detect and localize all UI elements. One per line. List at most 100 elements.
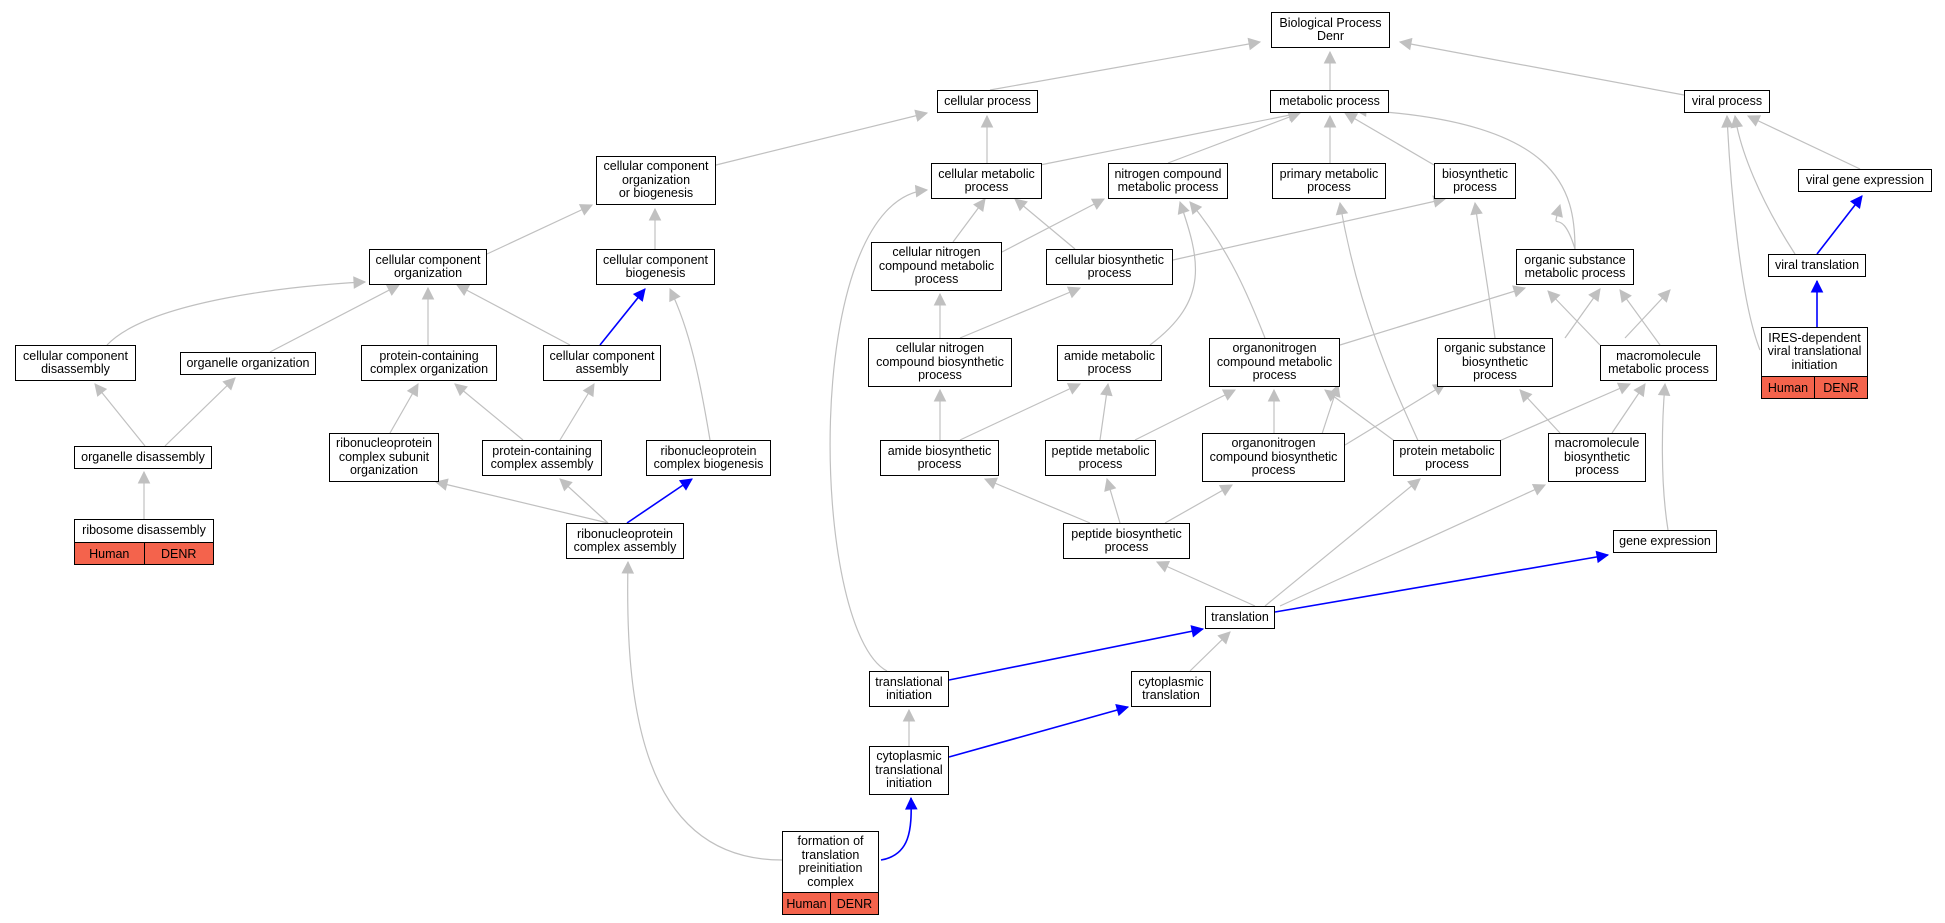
node-organelle-disassembly[interactable]: organelle disassembly bbox=[74, 446, 212, 469]
node-peptide-biosynthetic-process[interactable]: peptide biosynthetic process bbox=[1063, 523, 1190, 559]
node-viral-gene-expression[interactable]: viral gene expression bbox=[1798, 169, 1932, 192]
arrowhead-65 bbox=[1595, 550, 1610, 564]
arrowhead-18 bbox=[1090, 198, 1105, 210]
arrowhead-23 bbox=[1547, 290, 1561, 304]
node-ires-dependent-viral-translational-initiation[interactable]: IRES-dependent viral translational initi… bbox=[1761, 327, 1868, 399]
node-macromolecule-metabolic-process[interactable]: macromolecule metabolic process bbox=[1600, 345, 1717, 381]
arrowhead-55 bbox=[137, 470, 151, 484]
arrowhead-24 bbox=[353, 276, 367, 289]
edge-28 bbox=[599, 288, 646, 346]
edge-3 bbox=[715, 112, 928, 166]
gene-tag: DENR bbox=[830, 893, 878, 914]
edge-50 bbox=[1339, 202, 1421, 446]
arrowhead-73 bbox=[621, 560, 635, 574]
node-metabolic-process[interactable]: metabolic process bbox=[1270, 90, 1389, 113]
arrowhead-31 bbox=[1177, 200, 1190, 215]
node-protein-containing-complex-organization[interactable]: protein-containing complex organization bbox=[361, 345, 497, 381]
node-ribonucleoprotein-complex-biogenesis[interactable]: ribonucleoprotein complex biogenesis bbox=[646, 440, 771, 476]
edge-62 bbox=[1156, 561, 1256, 607]
arrowhead-60 bbox=[1104, 477, 1117, 492]
edge-24 bbox=[106, 281, 366, 346]
node-protein-metabolic-process[interactable]: protein metabolic process bbox=[1393, 440, 1501, 476]
arrowhead-35 bbox=[1588, 288, 1601, 303]
arrowhead-45 bbox=[1100, 382, 1113, 397]
node-translational-initiation[interactable]: translational initiation bbox=[869, 671, 949, 707]
node-organelle-organization[interactable]: organelle organization bbox=[180, 352, 316, 375]
edge-66 bbox=[1661, 383, 1669, 531]
node-biological-process[interactable]: Biological Process Denr bbox=[1271, 12, 1390, 48]
arrowhead-66 bbox=[1657, 382, 1671, 396]
node-cellular-process[interactable]: cellular process bbox=[937, 90, 1038, 113]
node-ribosome-disassembly[interactable]: ribosome disassembly Human DENR bbox=[74, 519, 214, 565]
node-cytoplasmic-translational-initiation[interactable]: cytoplasmic translational initiation bbox=[869, 746, 949, 795]
node-cellular-biosynthetic-process[interactable]: cellular biosynthetic process bbox=[1046, 249, 1173, 285]
edge-8 bbox=[1344, 112, 1435, 166]
node-cellular-component-disassembly[interactable]: cellular component disassembly bbox=[15, 345, 136, 381]
node-cellular-component-assembly[interactable]: cellular component assembly bbox=[543, 345, 661, 381]
edge-44 bbox=[959, 383, 1081, 441]
node-peptide-metabolic-process[interactable]: peptide metabolic process bbox=[1045, 440, 1156, 476]
node-organonitrogen-compound-biosynthetic-process[interactable]: organonitrogen compound biosynthetic pro… bbox=[1202, 433, 1345, 482]
node-cellular-component-organization[interactable]: cellular component organization bbox=[369, 249, 487, 285]
node-protein-containing-complex-assembly[interactable]: protein-containing complex assembly bbox=[482, 440, 602, 476]
node-amide-metabolic-process[interactable]: amide metabolic process bbox=[1057, 345, 1162, 381]
gene-tag: DENR bbox=[1814, 377, 1867, 398]
node-cytoplasmic-translation[interactable]: cytoplasmic translation bbox=[1131, 671, 1211, 707]
organism-tag: Human bbox=[783, 893, 830, 914]
arrowhead-59 bbox=[983, 477, 999, 490]
arrowhead-52 bbox=[1519, 389, 1533, 403]
arrowhead-61 bbox=[1218, 484, 1233, 497]
arrowhead-29 bbox=[933, 292, 947, 306]
arrowhead-71 bbox=[1115, 704, 1130, 717]
node-cellular-component-organization-or-biogenesis[interactable]: cellular component organization or bioge… bbox=[596, 156, 716, 205]
arrowhead-12 bbox=[1721, 114, 1734, 128]
arrowhead-16 bbox=[648, 207, 662, 221]
node-translation[interactable]: translation bbox=[1205, 606, 1275, 629]
node-cellular-metabolic-process[interactable]: cellular metabolic process bbox=[931, 163, 1042, 199]
arrowhead-30 bbox=[1066, 286, 1082, 299]
node-organic-substance-metabolic-process[interactable]: organic substance metabolic process bbox=[1516, 249, 1634, 285]
node-viral-translation[interactable]: viral translation bbox=[1768, 254, 1866, 277]
ires-label: IRES-dependent viral translational initi… bbox=[1767, 330, 1862, 372]
node-macromolecule-biosynthetic-process[interactable]: macromolecule biosynthetic process bbox=[1548, 433, 1646, 482]
node-primary-metabolic-process[interactable]: primary metabolic process bbox=[1272, 163, 1386, 199]
arrowhead-21 bbox=[1550, 203, 1563, 218]
edge-11 bbox=[1734, 115, 1796, 255]
node-organic-substance-biosynthetic-process[interactable]: organic substance biosynthetic process bbox=[1437, 338, 1553, 387]
edge-68 bbox=[829, 189, 928, 672]
edge-12 bbox=[1726, 115, 1761, 351]
node-cellular-nitrogen-compound-biosynthetic-process[interactable]: cellular nitrogen compound biosynthetic … bbox=[868, 338, 1012, 387]
arrowhead-4 bbox=[980, 114, 994, 128]
edge-15 bbox=[486, 204, 593, 255]
node-biosynthetic-process[interactable]: biosynthetic process bbox=[1434, 163, 1516, 199]
node-amide-biosynthetic-process[interactable]: amide biosynthetic process bbox=[880, 440, 999, 476]
node-cellular-component-biogenesis[interactable]: cellular component biogenesis bbox=[596, 249, 715, 285]
edge-53 bbox=[1489, 383, 1631, 446]
edge-51 bbox=[1344, 383, 1446, 446]
node-organonitrogen-compound-metabolic-process[interactable]: organonitrogen compound metabolic proces… bbox=[1209, 338, 1340, 387]
edge-34 bbox=[1474, 202, 1496, 339]
arrowhead-13 bbox=[1849, 195, 1863, 209]
ribosome-disassembly-label: ribosome disassembly bbox=[82, 523, 206, 538]
arrowhead-38 bbox=[222, 377, 236, 391]
edge-73 bbox=[627, 561, 783, 861]
arrowhead-43 bbox=[933, 388, 947, 402]
node-formation-of-translation-preinitiation-complex[interactable]: formation of translation preinitiation c… bbox=[782, 831, 879, 915]
node-ribonucleoprotein-complex-subunit-organization[interactable]: ribonucleoprotein complex subunit organi… bbox=[329, 433, 439, 482]
node-cellular-nitrogen-compound-metabolic-process[interactable]: cellular nitrogen compound metabolic pro… bbox=[871, 242, 1002, 291]
arrowhead-67 bbox=[1190, 625, 1205, 638]
edge-27 bbox=[456, 284, 571, 346]
edge-23 bbox=[1547, 290, 1601, 346]
gene-tag: DENR bbox=[143, 543, 213, 564]
arrowhead-6 bbox=[1287, 111, 1302, 123]
node-nitrogen-compound-metabolic-process[interactable]: nitrogen compound metabolic process bbox=[1108, 163, 1228, 199]
edge-2 bbox=[1399, 41, 1685, 96]
node-ribonucleoprotein-complex-assembly[interactable]: ribonucleoprotein complex assembly bbox=[566, 523, 684, 559]
node-viral-process[interactable]: viral process bbox=[1684, 90, 1770, 113]
node-gene-expression[interactable]: gene expression bbox=[1613, 530, 1717, 553]
edge-25 bbox=[269, 284, 400, 353]
arrowhead-33 bbox=[1512, 285, 1527, 298]
formation-pic-tags: Human DENR bbox=[783, 892, 878, 914]
edge-9 bbox=[1354, 109, 1576, 250]
ribosome-disassembly-tags: Human DENR bbox=[75, 542, 213, 564]
